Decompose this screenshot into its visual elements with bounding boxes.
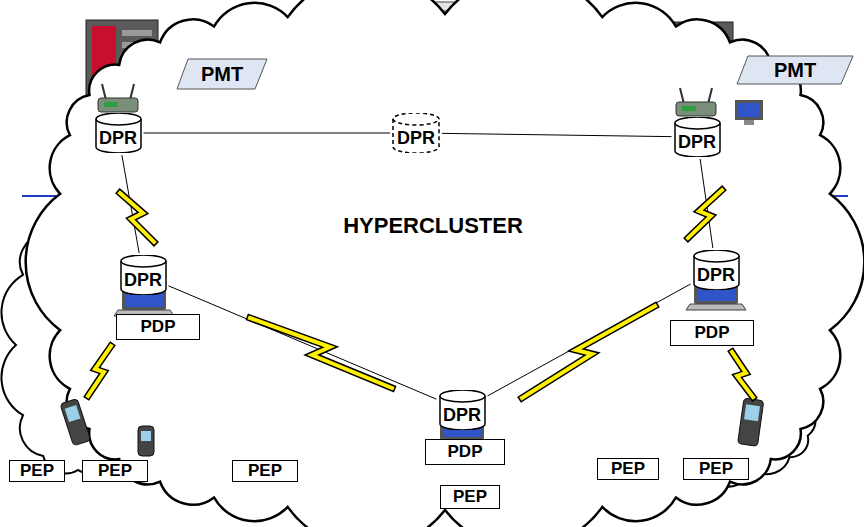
node-label: PEP	[248, 461, 282, 481]
cylinder-body	[121, 255, 166, 295]
repository-cylinder: DPR	[95, 113, 142, 153]
node-label: PEP	[453, 487, 487, 507]
phone-body	[138, 426, 154, 456]
router-body	[676, 102, 716, 116]
component-box: PEP	[82, 460, 148, 482]
repository-cylinder: DPR	[439, 390, 486, 430]
node-label: DPR	[678, 132, 716, 153]
repository-cylinder: DPR	[693, 250, 740, 290]
laptop-base	[686, 304, 746, 310]
cylinder-rim	[96, 119, 141, 125]
node-label: PEP	[20, 461, 54, 481]
node-label: PDP	[695, 323, 730, 343]
repository-cylinder: DPR	[120, 255, 167, 295]
router-led	[682, 106, 696, 111]
node-label: DPR	[397, 128, 435, 149]
node-label: PEP	[98, 461, 132, 481]
node-label: PEP	[699, 459, 733, 479]
cylinder-rim	[440, 396, 485, 402]
component-box: PEP	[597, 458, 659, 480]
phone-screen	[744, 404, 760, 421]
component-box: PEP	[683, 458, 749, 480]
cylinder-rim	[121, 261, 166, 267]
cloud-shape	[26, 0, 864, 527]
component-box: PEP	[440, 485, 500, 509]
node-label: PMT	[774, 59, 816, 82]
tool-parallelogram: PMT	[736, 55, 854, 85]
parallelogram-fill	[177, 59, 267, 89]
component-box: PDP	[116, 314, 200, 340]
monitor-stand	[744, 120, 754, 125]
node-label: DPR	[697, 265, 735, 286]
cylinder-body	[440, 390, 485, 430]
link-line	[144, 133, 391, 134]
cylinder-body	[675, 117, 720, 157]
monitor	[735, 100, 763, 120]
phone-screen	[141, 431, 151, 441]
phone-icon	[138, 426, 154, 456]
phone-screen	[65, 405, 81, 422]
node-label: PEP	[611, 459, 645, 479]
node-label: DPR	[443, 405, 481, 426]
component-box: PEP	[9, 460, 65, 482]
monitor-screen	[738, 103, 760, 117]
cylinder-body	[96, 113, 141, 153]
component-box: PDP	[425, 439, 505, 465]
cylinder-rim	[694, 256, 739, 262]
cylinder-rim	[675, 123, 720, 129]
repository-cylinder: DPR	[392, 113, 440, 153]
repository-cylinder: DPR	[674, 117, 721, 157]
parallelogram-fill	[737, 56, 853, 84]
node-label: HYPERCLUSTER	[343, 213, 523, 238]
server-slot	[122, 30, 152, 36]
component-box: PEP	[232, 460, 298, 482]
tool-parallelogram: PMT	[176, 58, 268, 90]
node-label: DPR	[99, 128, 137, 149]
cylinder-body	[393, 113, 439, 153]
cylinder-body	[694, 250, 739, 290]
node-label: PDP	[141, 317, 176, 337]
router-led	[104, 102, 118, 107]
router-body	[98, 98, 138, 112]
node-label: PDP	[448, 442, 483, 462]
component-box: PDP	[670, 320, 754, 346]
cylinder-rim	[393, 119, 439, 125]
node-label: PMT	[201, 63, 243, 86]
node-label: DPR	[124, 270, 162, 291]
